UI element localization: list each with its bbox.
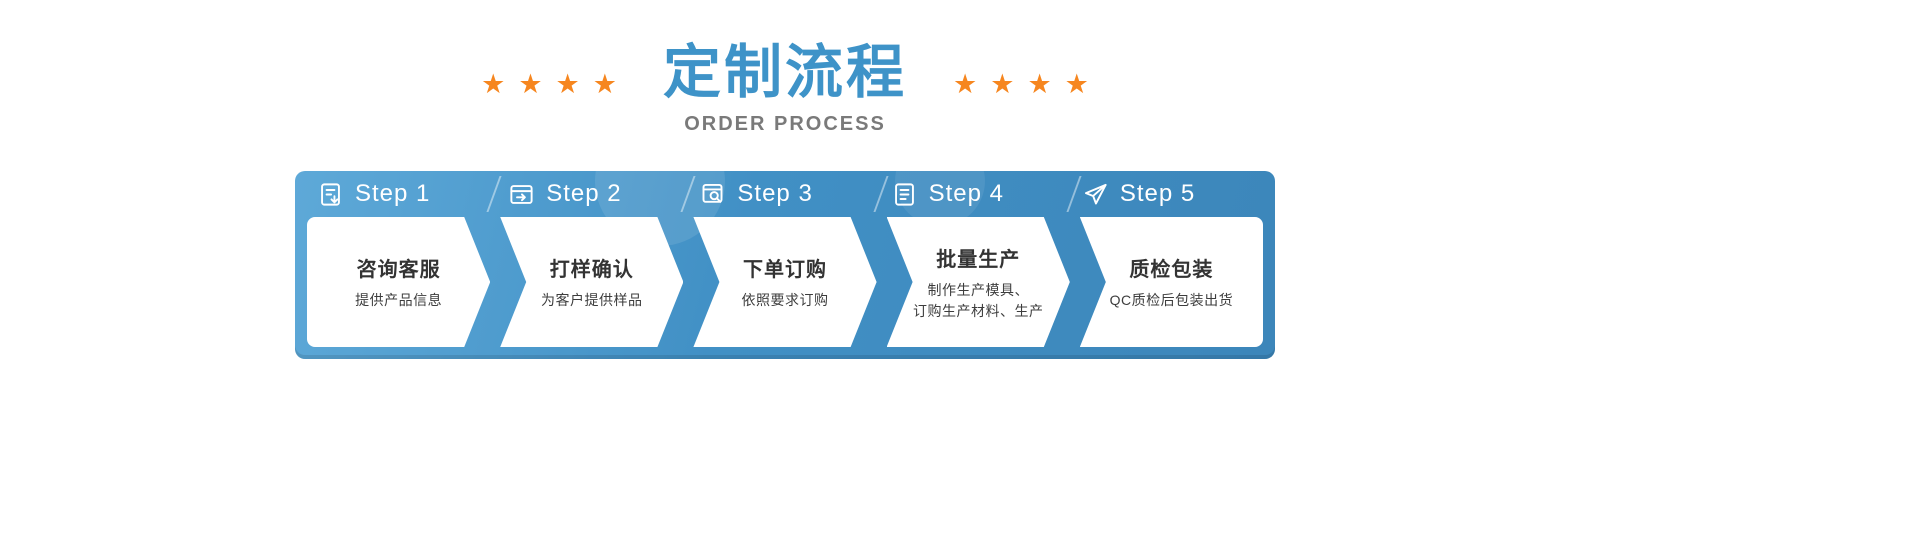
page-title: 定制流程 bbox=[662, 40, 907, 105]
step-header-5: Step 5 bbox=[1072, 180, 1263, 208]
star-icon: ★ bbox=[481, 68, 506, 99]
order-process-section: ★ ★ ★ ★ 定制流程 ★ ★ ★ ★ ORDER PROCESS bbox=[295, 0, 1275, 359]
step-header-4: Step 4 bbox=[881, 180, 1072, 208]
star-icon: ★ bbox=[990, 68, 1015, 99]
star-icon: ★ bbox=[953, 68, 978, 99]
step-label: Step 4 bbox=[928, 180, 1004, 207]
clipboard-list-icon bbox=[891, 181, 918, 208]
step-title: 质检包装 bbox=[1129, 259, 1214, 281]
step-label: Step 2 bbox=[546, 180, 622, 207]
process-panel: Step 1 Step 2 bbox=[295, 171, 1275, 359]
step-card-4: 批量生产 制作生产模具、 订购生产材料、生产 bbox=[887, 217, 1070, 347]
step-desc: 为客户提供样品 bbox=[541, 292, 643, 308]
step-desc: 制作生产模具、 订购生产材料、生产 bbox=[912, 281, 1044, 319]
step-desc: QC质检后包装出货 bbox=[1109, 292, 1234, 308]
star-icon: ★ bbox=[1064, 68, 1089, 99]
step-label: Step 5 bbox=[1119, 180, 1196, 207]
page-subtitle: ORDER PROCESS bbox=[684, 113, 886, 135]
star-icon: ★ bbox=[518, 68, 543, 99]
step-title: 下单订购 bbox=[743, 259, 827, 281]
star-icon: ★ bbox=[592, 68, 617, 99]
step-title: 咨询客服 bbox=[356, 259, 441, 281]
step-title: 打样确认 bbox=[549, 259, 634, 281]
step-desc: 依照要求订购 bbox=[741, 292, 829, 308]
step-label: Step 3 bbox=[737, 180, 813, 207]
section-title-row: ★ ★ ★ ★ 定制流程 ★ ★ ★ ★ bbox=[295, 44, 1275, 102]
step-title: 批量生产 bbox=[936, 248, 1021, 271]
step-label: Step 1 bbox=[355, 180, 431, 207]
card-arrow-icon bbox=[508, 181, 535, 208]
step-card-2: 打样确认 为客户提供样品 bbox=[500, 217, 683, 347]
stars-right: ★ ★ ★ ★ bbox=[953, 68, 1089, 99]
step-header-1: Step 1 bbox=[307, 180, 498, 208]
star-icon: ★ bbox=[1027, 68, 1052, 99]
step-card-5: 质检包装 QC质检后包装出货 bbox=[1079, 217, 1264, 347]
box-search-icon bbox=[699, 181, 726, 208]
star-icon: ★ bbox=[555, 68, 580, 99]
stars-left: ★ ★ ★ ★ bbox=[481, 68, 617, 99]
step-card-3: 下单订购 依照要求订购 bbox=[693, 217, 876, 347]
step-card-1: 咨询客服 提供产品信息 bbox=[307, 217, 490, 347]
paper-plane-icon bbox=[1082, 181, 1109, 208]
step-desc: 提供产品信息 bbox=[355, 292, 443, 308]
step-header-3: Step 3 bbox=[689, 180, 880, 208]
step-header-2: Step 2 bbox=[498, 180, 689, 208]
step-header-row: Step 1 Step 2 bbox=[307, 171, 1263, 217]
document-download-icon bbox=[317, 181, 344, 208]
step-card-row: 咨询客服 提供产品信息 打样确认 为客户提供样品 下单订购 依照要求订购 批量生… bbox=[307, 217, 1264, 347]
